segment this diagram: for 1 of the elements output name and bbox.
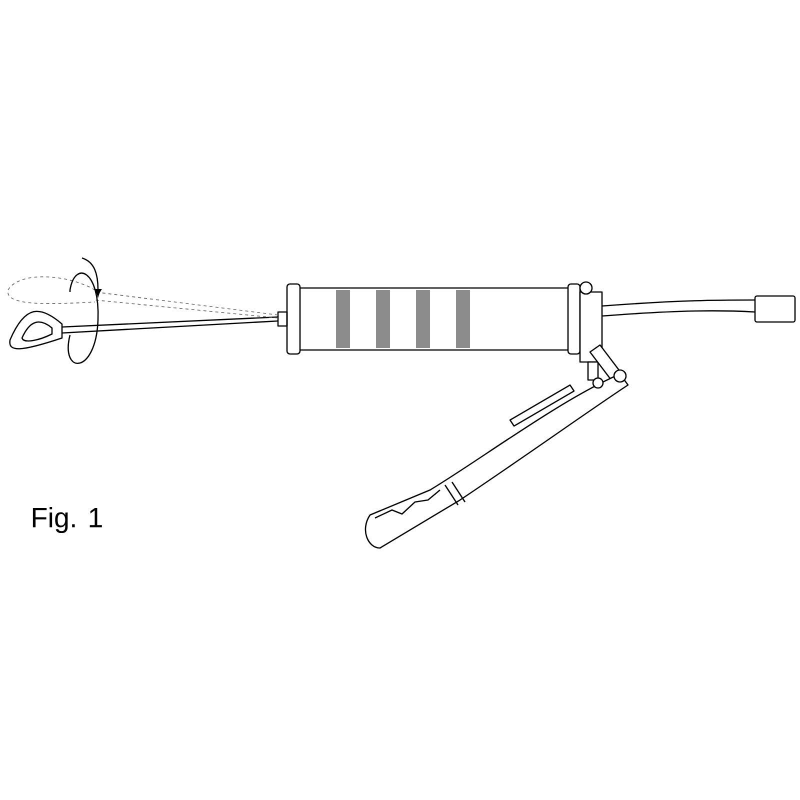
caption: Fig. 1	[32, 506, 102, 534]
